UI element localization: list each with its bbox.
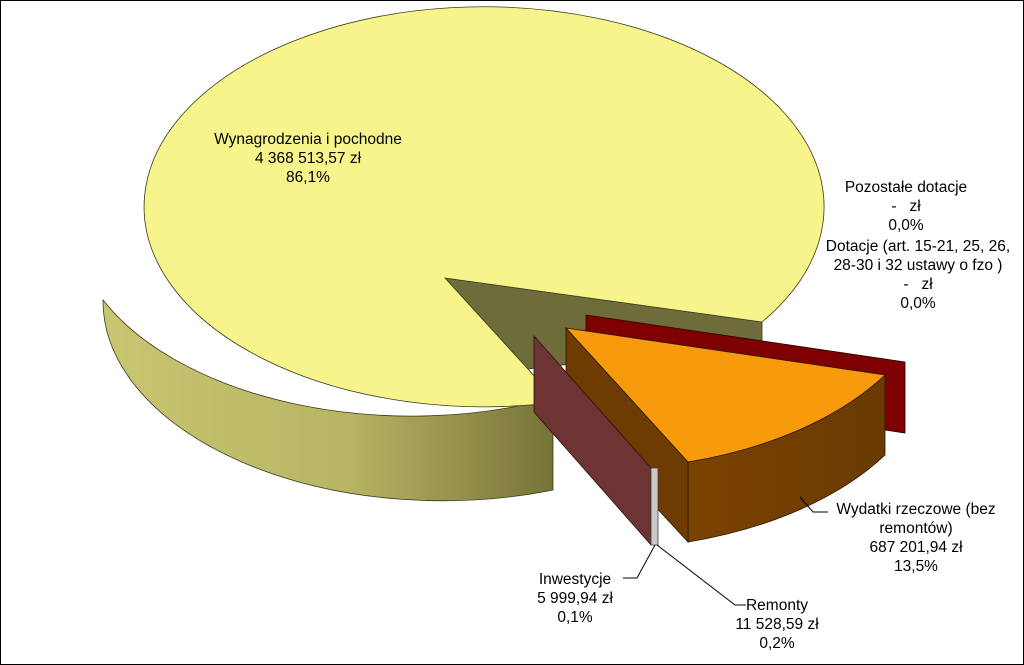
slice-wynagrodzenia [102,6,825,502]
leader-lines [623,496,828,606]
leader-line-remonty [656,544,746,606]
label-dotacje-value: - zł [903,276,933,293]
label-inwestycje-name: Inwestycje [538,571,612,588]
label-pozostale-percent: 0,0% [888,217,924,234]
label-pozostale: Pozostałe dotacje - zł 0,0% [806,178,1006,235]
label-inwestycje: Inwestycje 5 999,94 zł 0,1% [520,570,630,627]
label-wynagrodzenia-value: 4 368 513,57 zł [254,150,362,167]
slice-wynagrodzenia-side [102,298,554,502]
slice-wynagrodzenia-top [143,6,825,408]
label-wydatki-name: Wydatki rzeczowe (bez remontów) [836,501,996,537]
slice-remonty-wall [650,467,659,546]
label-remonty-value: 11 528,59 zł [735,616,819,633]
label-wydatki: Wydatki rzeczowe (bez remontów) 687 201,… [825,500,1007,576]
leader-line-wydatki [799,496,828,513]
label-pozostale-name: Pozostałe dotacje [844,179,968,196]
label-wynagrodzenia-name: Wynagrodzenia i pochodne [214,131,402,148]
label-wynagrodzenia: Wynagrodzenia i pochodne 4 368 513,57 zł… [198,130,418,187]
label-remonty-name: Remonty [745,597,809,614]
label-inwestycje-value: 5 999,94 zł [537,590,613,607]
slice-remonty [650,467,659,546]
label-dotacje: Dotacje (art. 15-21, 25, 26, 28-30 i 32 … [822,237,1014,313]
label-inwestycje-percent: 0,1% [557,609,593,626]
label-remonty-percent: 0,2% [759,635,795,652]
label-dotacje-percent: 0,0% [900,295,936,312]
label-remonty: Remonty 11 528,59 zł 0,2% [712,596,842,653]
label-wydatki-percent: 13,5% [894,558,938,575]
leader-line-inwestycje [623,544,656,579]
slice-wydatki-top [564,327,886,463]
label-wynagrodzenia-percent: 86,1% [286,169,330,186]
label-wydatki-value: 687 201,94 zł [869,539,963,556]
label-pozostale-value: - zł [891,198,921,215]
label-dotacje-name: Dotacje (art. 15-21, 25, 26, 28-30 i 32 … [825,238,1011,274]
